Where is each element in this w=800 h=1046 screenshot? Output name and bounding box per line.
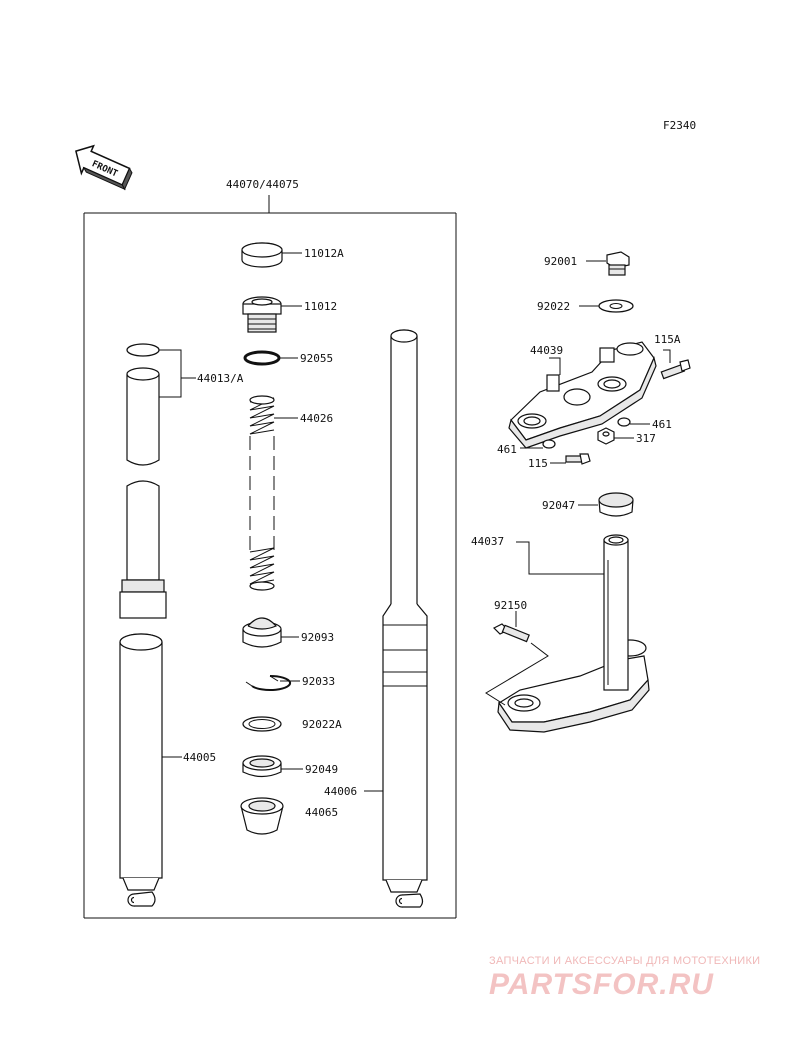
label-spring: 44026 <box>300 412 333 425</box>
label-nut-317: 317 <box>636 432 656 445</box>
washer-92022: 92022 <box>537 299 634 313</box>
cap-11012a: 11012A <box>241 242 344 268</box>
label-nut-461-right: 461 <box>652 418 672 431</box>
spring-44026: 44026 <box>249 395 333 591</box>
label-upper-bracket: 44039 <box>530 344 563 357</box>
nut-317: 317 <box>597 427 656 445</box>
watermark-tagline: ЗАПЧАСТИ И АКСЕССУАРЫ ДЛЯ МОТОТЕХНИКИ <box>489 955 760 967</box>
front-arrow-icon: FRONT <box>75 144 133 191</box>
inner-tube-44006: 44006 <box>324 329 428 908</box>
label-seal: 92093 <box>301 631 334 644</box>
label-outer-tube: 44005 <box>183 751 216 764</box>
bolt-92001: 92001 <box>544 251 630 276</box>
seal-92093: 92093 <box>242 617 334 648</box>
label-bolt-92150: 92150 <box>494 599 527 612</box>
label-nut-461-left: 461 <box>497 443 517 456</box>
label-circlip: 92033 <box>302 675 335 688</box>
outer-tube-44005: 44005 <box>119 633 216 907</box>
label-guide: 44065 <box>305 806 338 819</box>
bushings-44013a: 44013/A <box>119 343 244 619</box>
label-inner-tube: 44006 <box>324 785 357 798</box>
watermark-brand: PARTSFOR.RU <box>489 968 714 1001</box>
label-bushings: 44013/A <box>197 372 244 385</box>
oil-seal-92049: 92049 <box>242 755 338 778</box>
nut-461-left: 461 <box>497 439 556 456</box>
guide-44065: 44065 <box>240 797 338 835</box>
cap-92047: 92047 <box>542 492 634 517</box>
label-washer-a: 92022A <box>302 718 342 731</box>
label-bolt-115a: 115A <box>654 333 681 346</box>
label-cap: 11012A <box>304 247 344 260</box>
bolt-115a: 115A <box>654 333 691 380</box>
label-stem: 44037 <box>471 535 504 548</box>
label-cap-92047: 92047 <box>542 499 575 512</box>
oring-92055: 92055 <box>243 350 333 366</box>
label-bolt-top: 92001 <box>544 255 577 268</box>
stem-44037: 44037 <box>471 534 650 733</box>
label-bolt-115: 115 <box>528 457 548 470</box>
bolt-115: 115 <box>528 453 591 470</box>
bolt-92150: 92150 <box>485 599 549 706</box>
figure-code: F2340 <box>663 119 696 132</box>
label-oil-seal: 92049 <box>305 763 338 776</box>
plug-11012: 11012 <box>242 296 337 333</box>
group-label: 44070/44075 <box>226 178 299 191</box>
label-plug: 11012 <box>304 300 337 313</box>
circlip-92033: 92033 <box>245 674 335 691</box>
watermark: ЗАПЧАСТИ И АКСЕССУАРЫ ДЛЯ МОТОТЕХНИКИ PA… <box>489 955 760 1001</box>
upper-bracket-44039: 44039 <box>508 341 657 449</box>
label-washer-top: 92022 <box>537 300 570 313</box>
washer-92022a: 92022A <box>242 716 342 732</box>
group-frame: 44070/44075 <box>83 178 457 919</box>
nut-461-right: 461 <box>617 417 672 431</box>
label-oring: 92055 <box>300 352 333 365</box>
